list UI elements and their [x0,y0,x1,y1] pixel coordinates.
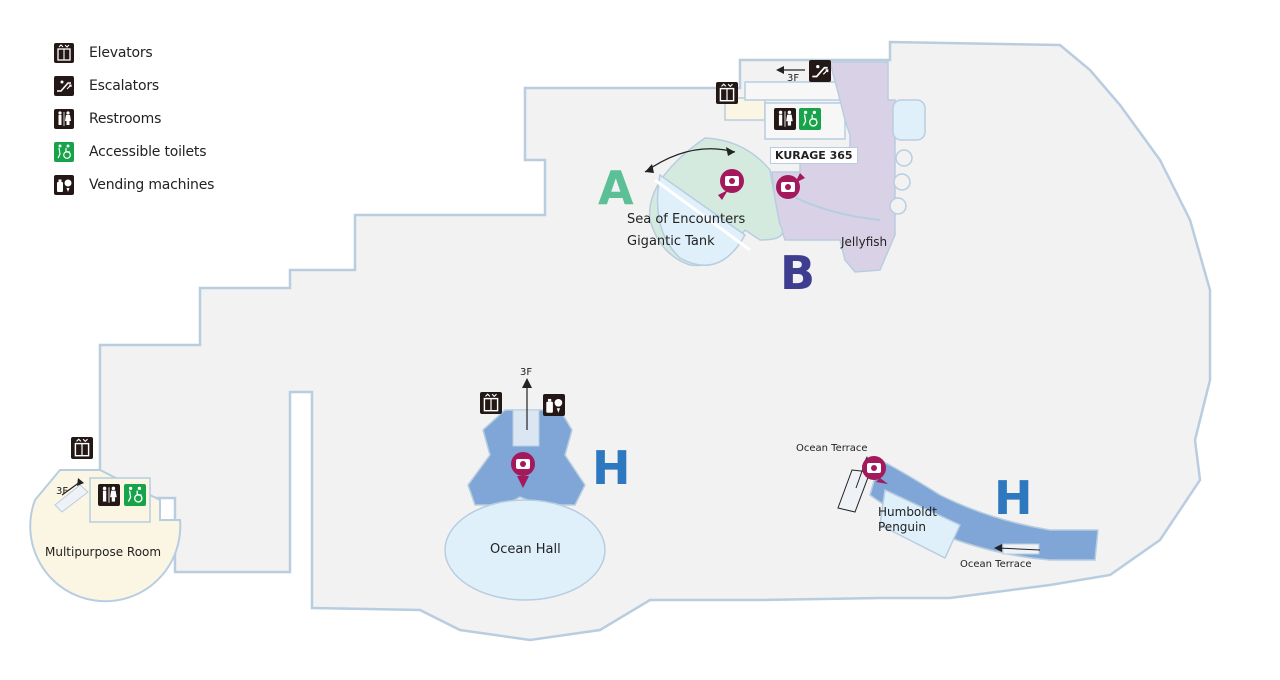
ocean-hall-tank [444,499,606,601]
camera-icon [718,169,744,200]
vending-machine-icon [54,174,74,195]
elevator-icon [480,392,502,414]
penguin-pool [879,488,961,560]
humboldt-label: Humboldt [878,505,937,519]
elevator-icon [54,42,74,63]
floor-tag-center: 3F [520,367,533,378]
tank-arc-head-left [645,164,654,173]
terrace-bottom-arrow [997,547,1041,551]
legend-accessible-toilets: Accessible toilets [54,135,214,168]
legend-label: Accessible toilets [89,143,207,160]
tank-view-arc [644,148,736,173]
camera-icon [776,173,805,199]
upper-escalator-arrow-head [776,66,784,74]
multipurpose-room-label: Multipurpose Room [45,545,162,559]
left-escalator-arrow [61,481,81,496]
camera-icon [511,452,535,488]
zone-h-right-label: H [994,471,1033,525]
legend-label: Restrooms [89,110,162,127]
ocean-terrace-bottom-label: Ocean Terrace [960,559,1032,570]
gigantic-tank-label: Gigantic Tank [627,234,715,249]
floor-tag-top: 3F [787,73,800,84]
legend-label: Vending machines [89,176,215,193]
legend-label: Escalators [89,77,159,94]
zone-a-label: A [598,161,634,215]
vending-machine-icon [543,394,565,416]
legend-label: Elevators [89,44,153,61]
ocean-terrace-top-label: Ocean Terrace [796,443,868,454]
jellyfish-tank-2 [893,173,911,191]
restroom-icon [98,484,120,506]
jellyfish-tank-top [892,99,926,141]
center-escalator [512,409,540,447]
upper-escalator-corridor [744,81,846,101]
tank-arc-head-right [726,147,735,156]
kurage-365-label: KURAGE 365 [770,147,858,164]
legend-elevators: Elevators [54,36,214,69]
camera-icon [862,456,888,484]
restroom-icon [54,108,74,129]
escalator-icon [809,60,831,82]
ocean-hall-label: Ocean Hall [490,542,561,557]
legend-restrooms: Restrooms [54,102,214,135]
jellyfish-curve [789,194,881,221]
legend-escalators: Escalators [54,69,214,102]
escalator-icon [54,75,74,96]
accessible-toilet-icon [799,108,821,130]
jellyfish-tank-3 [889,197,907,215]
restroom-icon [774,108,796,130]
zone-h-center-label: H [592,441,631,495]
accessible-toilet-icon [54,141,74,162]
terrace-bottom-arrow-head [994,544,1002,552]
map-legend: Elevators Escalators Restrooms Accessibl… [54,36,214,201]
left-escalator-shape [54,484,89,513]
zone-b-label: B [780,246,816,300]
legend-vending-machines: Vending machines [54,168,214,201]
gigantic-tank-divider [654,178,751,252]
jellyfish-label: Jellyfish [841,235,888,249]
elevator-icon [716,82,738,104]
elevator-icon [71,437,93,459]
accessible-toilet-icon [124,484,146,506]
jellyfish-tank-1 [895,149,913,167]
floor-tag-left: 3F [56,486,69,497]
penguin-label: Penguin [878,520,926,534]
sea-of-encounters-label: Sea of Encounters [627,212,746,227]
left-escalator-arrow-head [77,478,84,486]
center-up-arrow-head [522,378,532,388]
